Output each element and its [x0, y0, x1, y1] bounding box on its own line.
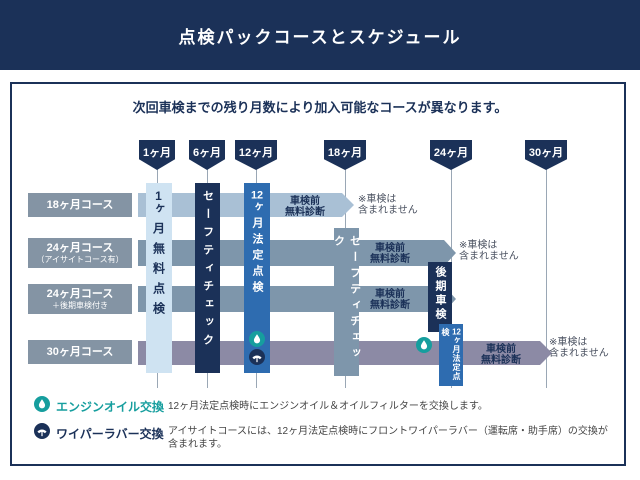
note-no-shaken-row1: ※車検は 含まれません [358, 194, 418, 216]
month-marker-24: 24ヶ月 [430, 140, 472, 170]
wiper-rubber-icon [249, 349, 265, 365]
course-label-24month-eyesight: 24ヶ月コース （アイサイトコース有） [28, 238, 132, 268]
legend-desc-wiper-rubber: アイサイトコースには、12ヶ月法定点検時にフロントワイパーラバー（運転席・助手席… [168, 426, 608, 450]
course-bar-24month-eyesight [138, 240, 456, 266]
event-column-first-month-free-inspection: 1ヶ月無料点検 [146, 183, 172, 373]
event-column-12month-legal-inspection-2: 12ヶ月法定点検 [439, 324, 463, 386]
event-column-safety-check-1: セーフティチェック [195, 183, 220, 373]
wiper-rubber-icon [34, 423, 50, 439]
engine-oil-icon [416, 337, 432, 353]
course-label-18month: 18ヶ月コース [28, 193, 132, 217]
course-label-24month-late: 24ヶ月コース ＋後期車検付き [28, 284, 132, 314]
pre-inspection-diagnosis-row2: 車検前 無料診断 [370, 243, 410, 265]
guide-line-30month [546, 168, 547, 388]
event-column-late-inspection: 後期車検 [428, 262, 452, 332]
note-no-shaken-row2: ※車検は 含まれません [459, 240, 519, 262]
page-title: 点検パックコースとスケジュール [178, 27, 462, 47]
legend-title-wiper-rubber: ワイパーラバー交換 [56, 427, 164, 441]
course-bar-24month-late [138, 286, 456, 312]
header-bar: 点検パックコースとスケジュール [0, 0, 640, 70]
engine-oil-icon [249, 331, 265, 347]
event-column-safety-check-2: セーフティチェック [333, 228, 361, 376]
note-no-shaken-row4: ※車検は 含まれません [549, 337, 609, 359]
content-frame [10, 82, 626, 466]
event-column-12month-legal-inspection-1: 12ヶ月法定点検 [244, 183, 270, 373]
legend-desc-engine-oil: 12ヶ月法定点検時にエンジンオイル＆オイルフィルターを交換します。 [168, 401, 488, 412]
pre-inspection-diagnosis-row1: 車検前 無料診断 [285, 196, 325, 218]
course-label-30month: 30ヶ月コース [28, 340, 132, 364]
intro-text: 次回車検までの残り月数により加入可能なコースが異なります。 [132, 100, 508, 115]
legend-title-engine-oil: エンジンオイル交換 [56, 400, 165, 414]
engine-oil-icon [34, 396, 50, 412]
pre-inspection-diagnosis-row4: 車検前 無料診断 [481, 344, 521, 366]
pre-inspection-diagnosis-row3: 車検前 無料診断 [370, 289, 410, 311]
